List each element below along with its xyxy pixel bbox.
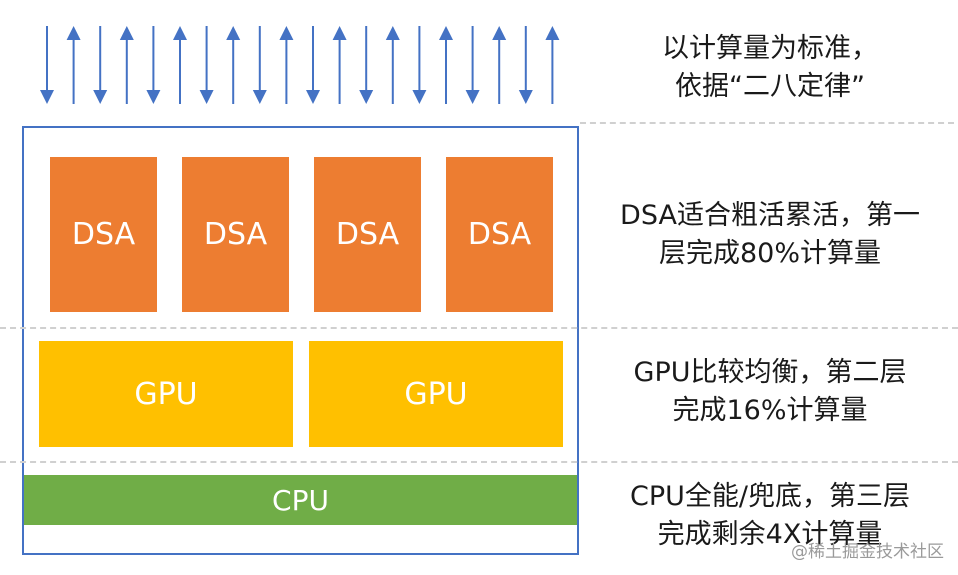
label-dsa-line2: 层完成80%计算量 xyxy=(658,238,881,269)
arrow-down-icon xyxy=(412,26,427,104)
arrow-up-icon xyxy=(545,26,560,104)
label-dsa-line1: DSA适合粗活累活，第一 xyxy=(620,200,920,231)
arrow-down-icon xyxy=(93,26,108,104)
arrow-up-icon xyxy=(492,26,507,104)
arrow-down-icon xyxy=(252,26,267,104)
arrow-down-icon xyxy=(465,26,480,104)
dsa-block-1: DSA xyxy=(50,157,157,312)
arrow-up-icon xyxy=(119,26,134,104)
cpu-block: CPU xyxy=(24,475,577,525)
arrow-up-icon xyxy=(385,26,400,104)
arrow-down-icon xyxy=(40,26,54,104)
divider-gpu-cpu xyxy=(0,461,958,463)
system-frame xyxy=(22,128,579,555)
label-gpu: GPU比较均衡，第二层 完成16%计算量 xyxy=(595,354,945,430)
label-top-line1: 以计算量为标准， xyxy=(662,33,878,64)
label-gpu-line1: GPU比较均衡，第二层 xyxy=(633,357,907,388)
frame-top-edge xyxy=(22,126,579,128)
label-top-line2: 依据“二八定律” xyxy=(675,71,865,102)
arrow-down-icon xyxy=(359,26,374,104)
dsa-block-2: DSA xyxy=(182,157,289,312)
arrow-up-icon xyxy=(66,26,81,104)
label-cpu-line2: 完成剩余4X计算量 xyxy=(657,519,883,550)
label-dsa: DSA适合粗活累活，第一 层完成80%计算量 xyxy=(590,197,950,273)
label-top: 以计算量为标准， 依据“二八定律” xyxy=(600,30,940,106)
label-cpu-line1: CPU全能/兜底，第三层 xyxy=(630,481,910,512)
gpu-block-2: GPU xyxy=(309,341,563,447)
data-flow-arrows xyxy=(40,26,560,104)
arrow-up-icon xyxy=(226,26,241,104)
watermark: @稀土掘金技术社区 xyxy=(791,542,944,562)
arrow-up-icon xyxy=(173,26,187,104)
divider-top xyxy=(580,122,954,124)
arrow-up-icon xyxy=(439,26,453,104)
arrow-up-icon xyxy=(332,26,347,104)
gpu-block-1: GPU xyxy=(39,341,293,447)
label-cpu: CPU全能/兜底，第三层 完成剩余4X计算量 xyxy=(590,478,950,554)
dsa-block-4: DSA xyxy=(446,157,553,312)
dsa-block-3: DSA xyxy=(314,157,421,312)
arrow-up-icon xyxy=(279,26,294,104)
label-gpu-line2: 完成16%计算量 xyxy=(672,395,868,426)
divider-dsa-gpu xyxy=(0,327,958,329)
arrow-down-icon xyxy=(146,26,161,104)
arrow-down-icon xyxy=(518,26,533,104)
arrow-down-icon xyxy=(199,26,214,104)
arrow-down-icon xyxy=(306,26,320,104)
